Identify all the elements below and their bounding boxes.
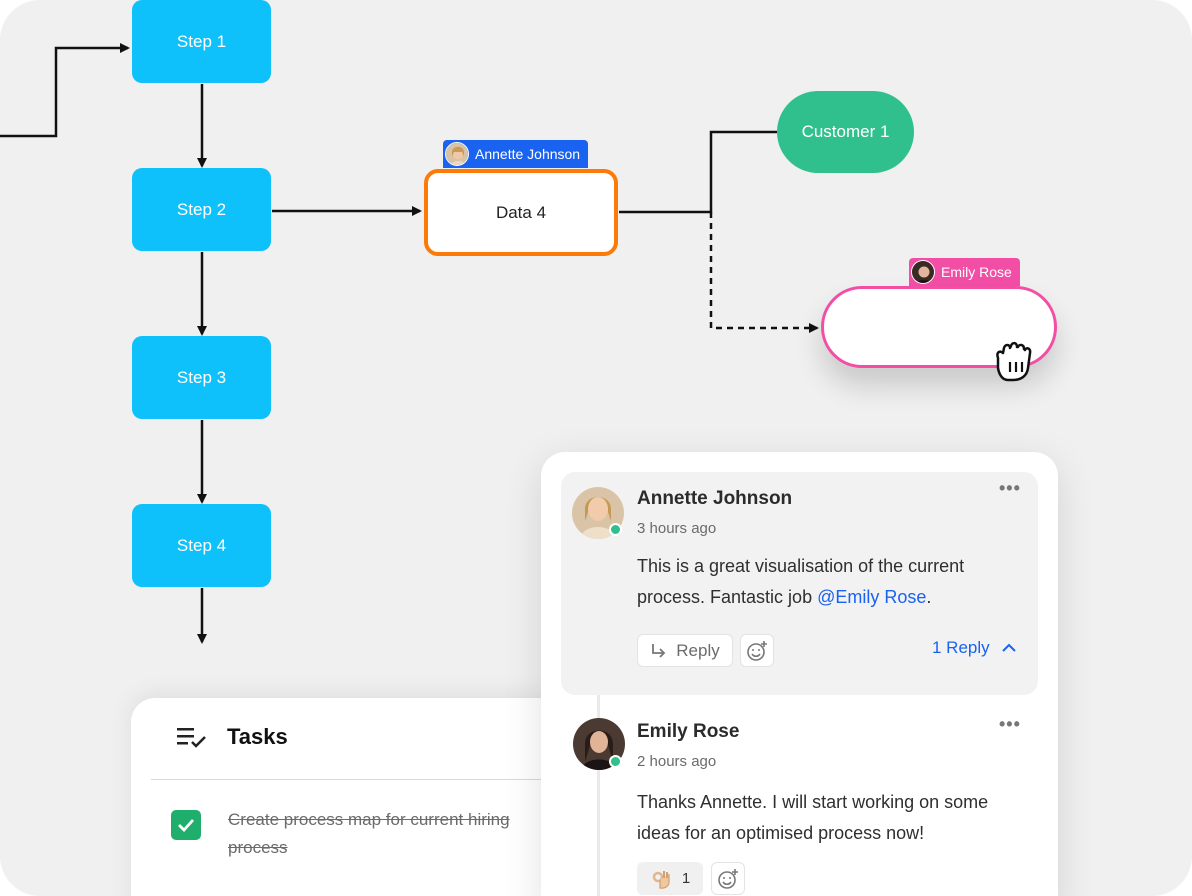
task-item-line-2: process: [228, 838, 288, 857]
comments-panel: Annette Johnson 3 hours ago ••• This is …: [541, 452, 1058, 896]
reply-arrow-icon: [652, 643, 666, 658]
reply-count-label: 1 Reply: [932, 638, 990, 657]
task-list-icon: [177, 728, 206, 748]
add-emoji-icon: [718, 868, 738, 889]
comment-body: This is a great visualisation of the cur…: [637, 551, 1037, 613]
reply-thread-line: [597, 695, 600, 896]
comment-annette: Annette Johnson 3 hours ago ••• This is …: [561, 472, 1038, 695]
comment-body-line-2: process. Fantastic job: [637, 587, 818, 607]
connector-data4-customer: [619, 130, 777, 214]
comment-time: 2 hours ago: [637, 753, 717, 770]
chevron-up-icon: [1001, 643, 1016, 652]
task-checkbox-checked[interactable]: [171, 810, 201, 840]
emily-avatar[interactable]: [573, 718, 625, 770]
step-4-node[interactable]: Step 4: [132, 504, 271, 587]
ok-hand-reaction[interactable]: 1: [637, 862, 703, 895]
annette-online-indicator: [609, 523, 622, 536]
comment-time: 3 hours ago: [637, 520, 717, 537]
connector-dashed-empty: [709, 212, 819, 333]
annette-tag-avatar: [445, 142, 469, 166]
comment-author: Emily Rose: [637, 721, 740, 742]
mention-link[interactable]: @Emily Rose: [817, 587, 927, 607]
step-3-node[interactable]: Step 3: [132, 336, 271, 419]
step-2-node[interactable]: Step 2: [132, 168, 271, 251]
reaction-count: 1: [681, 870, 691, 887]
comment-body-line-1: This is a great visualisation of the cur…: [637, 556, 965, 576]
data-4-node[interactable]: Data 4: [424, 169, 618, 256]
comment-body-line-2: ideas for an optimised process now!: [637, 823, 925, 843]
checkmark-icon: [178, 819, 195, 832]
annette-avatar[interactable]: [572, 487, 624, 539]
comment-body-end: .: [926, 587, 932, 607]
comment-body-line-1: Thanks Annette. I will start working on …: [637, 792, 989, 812]
annette-tag-label: Annette Johnson: [475, 146, 581, 162]
more-options-icon[interactable]: •••: [999, 714, 1021, 734]
add-emoji-icon: [747, 640, 767, 661]
more-options-icon[interactable]: •••: [999, 478, 1021, 498]
task-item-text[interactable]: Create process map for current hiring pr…: [228, 806, 568, 862]
tasks-title: Tasks: [227, 724, 288, 749]
grab-hand-cursor-icon: [996, 341, 1032, 382]
annette-presence-tag: Annette Johnson: [443, 140, 589, 168]
customer-1-node[interactable]: Customer 1: [777, 91, 914, 173]
comment-author: Annette Johnson: [637, 488, 793, 509]
emily-presence-tag: Emily Rose: [909, 258, 1020, 286]
reply-button[interactable]: Reply: [637, 634, 733, 667]
step-1-node[interactable]: Step 1: [132, 0, 271, 83]
replies-toggle[interactable]: 1 Reply: [932, 638, 1016, 658]
connector-into-step-1: [0, 43, 130, 138]
add-reaction-button[interactable]: [740, 634, 774, 667]
ok-hand-emoji-icon: [652, 870, 670, 889]
reply-label: Reply: [676, 640, 720, 660]
emily-tag-avatar: [911, 260, 935, 284]
task-item-line-1: Create process map for current hiring: [228, 810, 510, 829]
tasks-header: Tasks: [177, 724, 288, 750]
comment-body: Thanks Annette. I will start working on …: [637, 787, 1037, 849]
emily-tag-label: Emily Rose: [941, 264, 1012, 280]
emily-online-indicator: [609, 755, 622, 768]
add-reaction-button[interactable]: [711, 862, 745, 895]
tasks-divider: [151, 779, 631, 780]
